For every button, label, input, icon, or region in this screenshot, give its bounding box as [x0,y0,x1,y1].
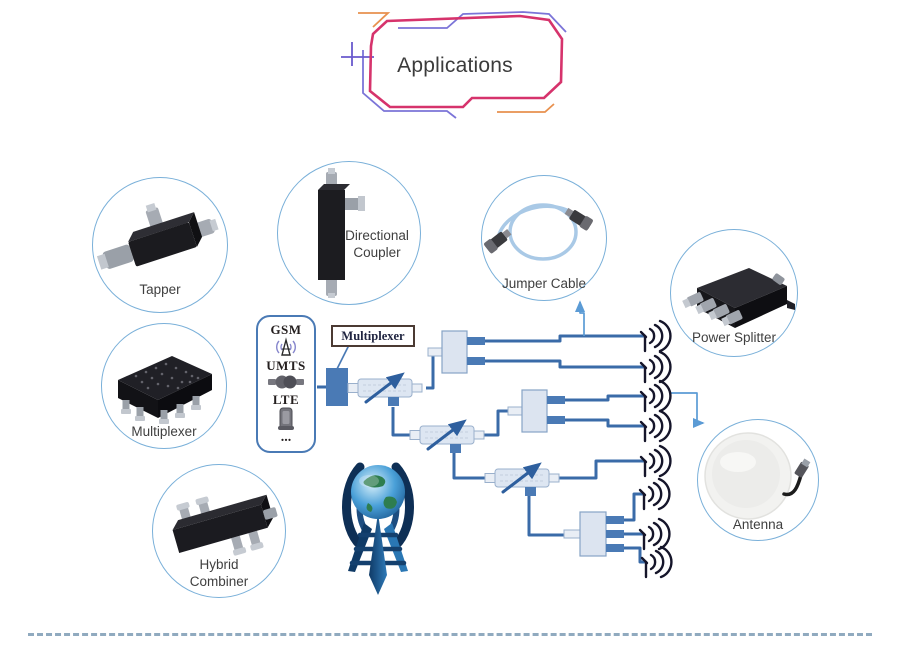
component-label: Tapper [139,282,181,297]
component-label: Jumper Cable [501,276,587,291]
directional-coupler-image [318,168,365,298]
indoor-antennas [638,319,673,579]
component-label: Multiplexer [131,424,197,439]
antenna-symbol [639,379,672,413]
component-label: Hybrid Combiner [189,557,249,589]
component-jumper-cable: Jumper Cable [481,175,607,301]
antenna-symbol [638,477,671,511]
tech-gsm-label: GSM [270,322,302,337]
antenna-symbol [639,350,672,384]
lte-device-icon [278,407,294,430]
broadcast-tower-graphic [342,462,414,595]
tech-umts-label: UMTS [266,358,306,373]
antenna-symbol [638,517,671,551]
power-splitter-image [682,268,795,328]
frame-pink-border [368,14,564,109]
technology-source-box: GSM UMTS LTE ... [256,315,316,453]
antenna-symbol [639,319,672,353]
multiplexer-block [326,368,348,406]
frame-blue-accent [362,11,567,119]
frame-orange-accent [358,12,555,113]
component-antenna: Antenna [697,419,819,541]
component-multiplexer: Multiplexer [101,323,227,449]
splitter-2way-1 [427,330,485,374]
bottom-dashed-divider [28,633,872,636]
arrow-to-jumper-cable [574,300,586,336]
arrow-to-antenna [669,392,705,429]
frame-purple-tick [341,42,374,66]
multiplexer-callout-label: Multiplexer [331,325,415,347]
jumper-cable-image [484,203,593,261]
antenna-symbol [639,444,672,478]
coupler-symbol-1 [348,376,422,406]
splitter-2way-2 [507,389,565,433]
component-power-splitter: Power Splitter [670,229,798,357]
component-label: Directional Coupler [345,228,409,260]
multiplexer-image [118,356,212,424]
component-tapper: Tapper [92,177,228,313]
splitter-3way [563,511,624,557]
umts-node-icon [268,375,304,389]
multiplexer-callout-line [336,344,350,370]
antenna-image [704,432,811,520]
multiplexer-connectors [121,396,201,424]
page-title: Applications [397,54,513,77]
component-label: Antenna [732,517,784,532]
component-hybrid-combiner: Hybrid Combiner [152,464,286,598]
tapper-image [96,202,219,270]
component-directional-coupler: Directional Coupler [277,161,421,305]
coupler-symbol-3 [485,466,559,496]
title-decorative-frame [341,11,567,119]
tech-ellipsis: ... [280,430,292,445]
antenna-symbol [640,545,673,579]
hybrid-combiner-image [172,494,278,556]
antenna-symbol [639,409,672,443]
cell-tower-icon [276,337,296,356]
component-label: Power Splitter [691,330,777,345]
tech-lte-label: LTE [272,392,300,407]
